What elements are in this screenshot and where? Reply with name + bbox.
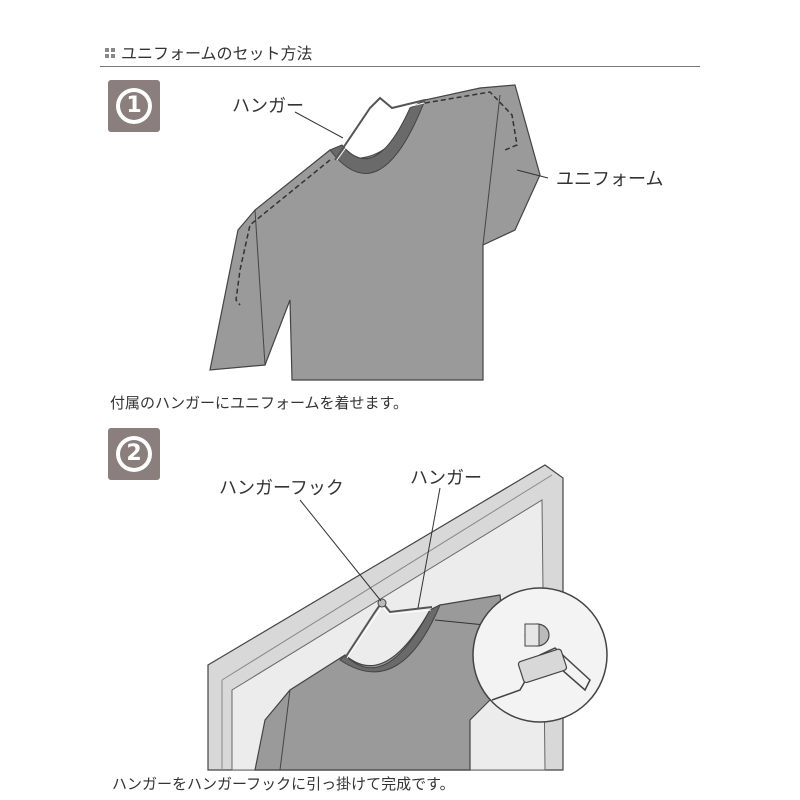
hanger-hidden-right	[424, 91, 518, 151]
step-1-number: 1	[120, 92, 148, 120]
section-title-text: ユニフォームのセット方法	[121, 44, 313, 63]
step-1-badge: 1	[108, 80, 160, 132]
label-hanger-2: ハンガー	[410, 468, 482, 489]
step-2-number: 2	[120, 440, 148, 468]
step-2-caption: ハンガーをハンガーフックに引っ掛けて完成です。	[112, 775, 455, 793]
section-title: ユニフォームのセット方法	[105, 40, 313, 64]
label-hanger-1: ハンガー	[232, 96, 304, 117]
title-grid-icon	[105, 48, 115, 58]
hanger-wire	[334, 96, 426, 161]
hanger-hook	[377, 598, 387, 608]
step-1-caption: 付属のハンガーにユニフォームを着せます。	[110, 394, 409, 412]
hanger-hidden-left	[235, 159, 331, 306]
uniform-collar-hung	[339, 603, 441, 673]
title-divider	[100, 66, 700, 67]
label-hanger-hook: ハンガーフック	[219, 478, 344, 499]
step-2-badge: 2	[108, 428, 160, 480]
label-uniform: ユニフォーム	[556, 169, 664, 190]
